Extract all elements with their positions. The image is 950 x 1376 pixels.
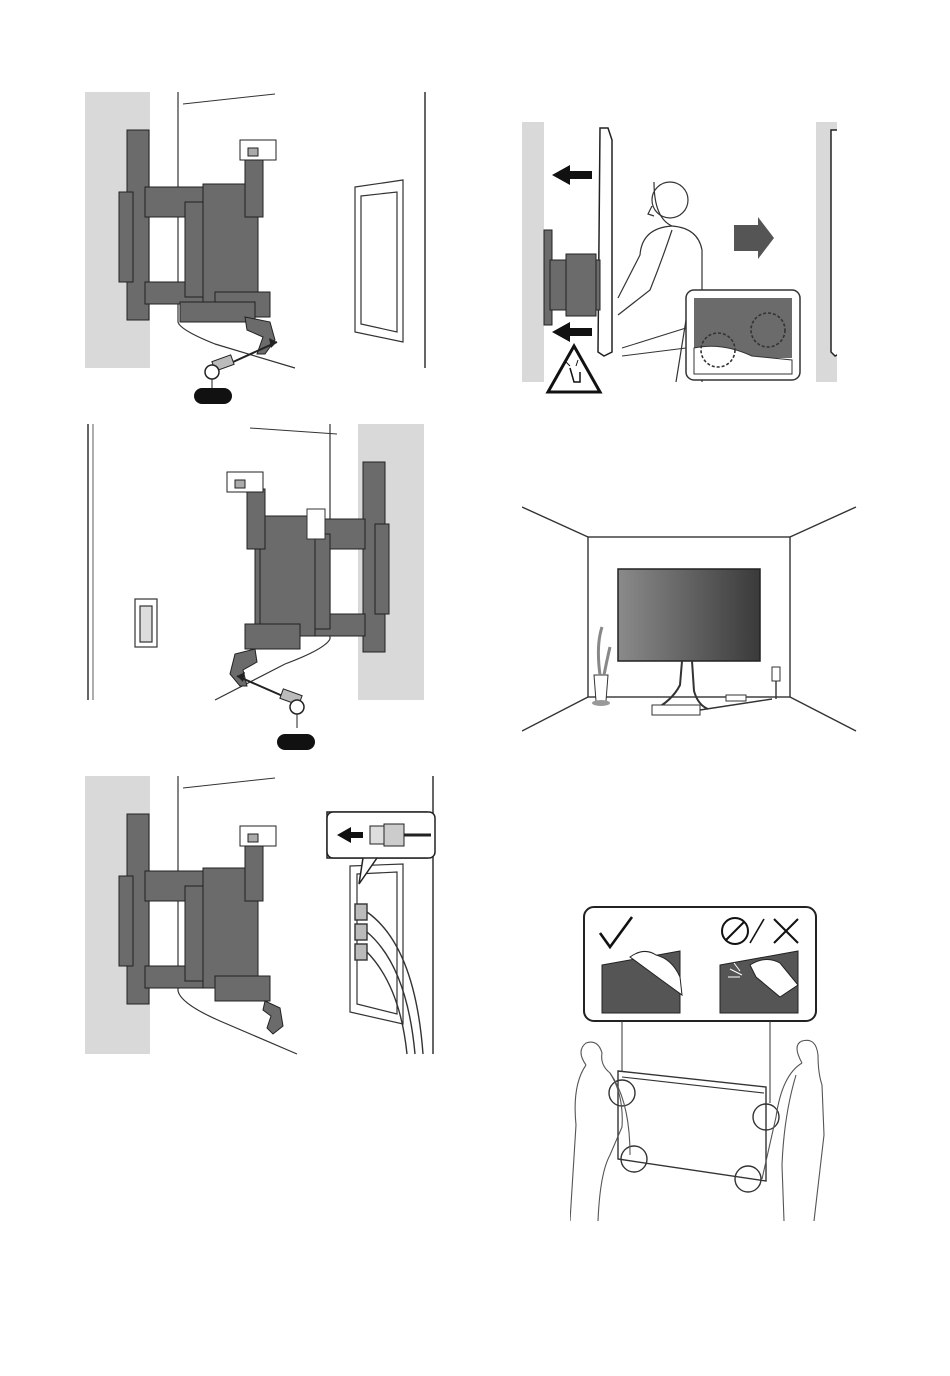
tv-side-bracket xyxy=(245,462,389,652)
tv-in-room-icon xyxy=(618,569,780,715)
outlet-plate xyxy=(135,599,157,647)
wall-plate xyxy=(227,472,263,492)
wall-bracket-diagram-1 xyxy=(85,92,435,412)
panel-carry-tv xyxy=(570,905,825,1223)
cable-connection-diagram xyxy=(85,776,440,1056)
panel-cable-connection xyxy=(85,776,440,1056)
wall-mount-arm xyxy=(544,230,600,325)
panel-bracket-screw-right xyxy=(85,424,435,754)
panel-bracket-screw-left xyxy=(85,92,435,412)
direction-arrow-icon xyxy=(734,217,774,259)
plant-icon xyxy=(592,627,610,706)
wall-bracket-diagram-2 xyxy=(85,424,435,754)
screw-label-tag xyxy=(194,388,232,404)
pull-tv-diagram xyxy=(522,120,837,400)
panel-pull-tv-away xyxy=(522,120,837,400)
screw-label-tag xyxy=(277,734,315,750)
tv-side-bracket xyxy=(119,814,283,1034)
room-diagram xyxy=(522,505,862,735)
caution-pinch-hand-icon xyxy=(548,346,600,392)
panel-room-placement xyxy=(522,505,862,735)
wall-plate xyxy=(240,826,276,846)
outlet-plate xyxy=(355,180,403,342)
carry-tv-diagram xyxy=(570,905,825,1223)
screw-icon xyxy=(205,338,277,392)
detail-callout xyxy=(622,290,800,380)
hook-arm xyxy=(245,317,275,354)
screw-icon xyxy=(237,672,304,728)
wall-surface xyxy=(522,122,544,382)
two-person-carry-icon xyxy=(570,1040,824,1221)
wall-plate xyxy=(240,140,276,160)
